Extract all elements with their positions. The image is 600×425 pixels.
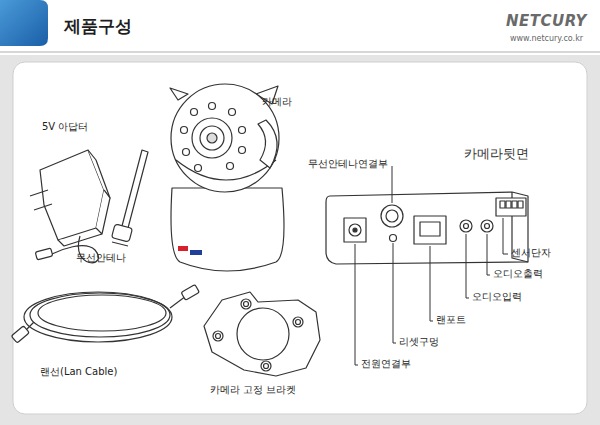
part-name: 5V 아답터 [42,121,88,133]
header-rule [0,51,600,53]
brand-logo: NETCURY [506,12,587,30]
part-name: 랜선(Lan Cable) [40,366,117,378]
part-name: 전원연결부 [361,358,411,370]
part-name: 무선안테나연결부 [308,158,388,170]
part-name: 카메라 고정 브라켓 [210,384,296,396]
part-name: 리셋구멍 [399,336,439,348]
antenna-drawing [111,150,148,246]
part-name: 센서단자 [511,247,551,259]
part-name: 오디오입력 [472,291,522,303]
body-ground [0,55,600,425]
camera-drawing [170,84,284,271]
section-heading: 카메라뒷면 [464,146,529,162]
brand-url: www.netcury.co.kr [510,34,583,44]
page-title: 제품구성 [64,16,132,36]
part-name: 랜포트 [436,314,466,326]
lan-cable-drawing [11,285,199,343]
part-name: 무선안테나 [76,252,126,264]
body-panel [13,62,587,414]
bracket-drawing [204,292,320,376]
header-tab [0,0,48,46]
adapter-drawing [30,150,110,263]
camera-back-drawing [326,192,528,264]
part-name: 카메라 [262,96,292,108]
part-name: 오디오출력 [493,268,543,280]
leader-lines [355,166,508,365]
